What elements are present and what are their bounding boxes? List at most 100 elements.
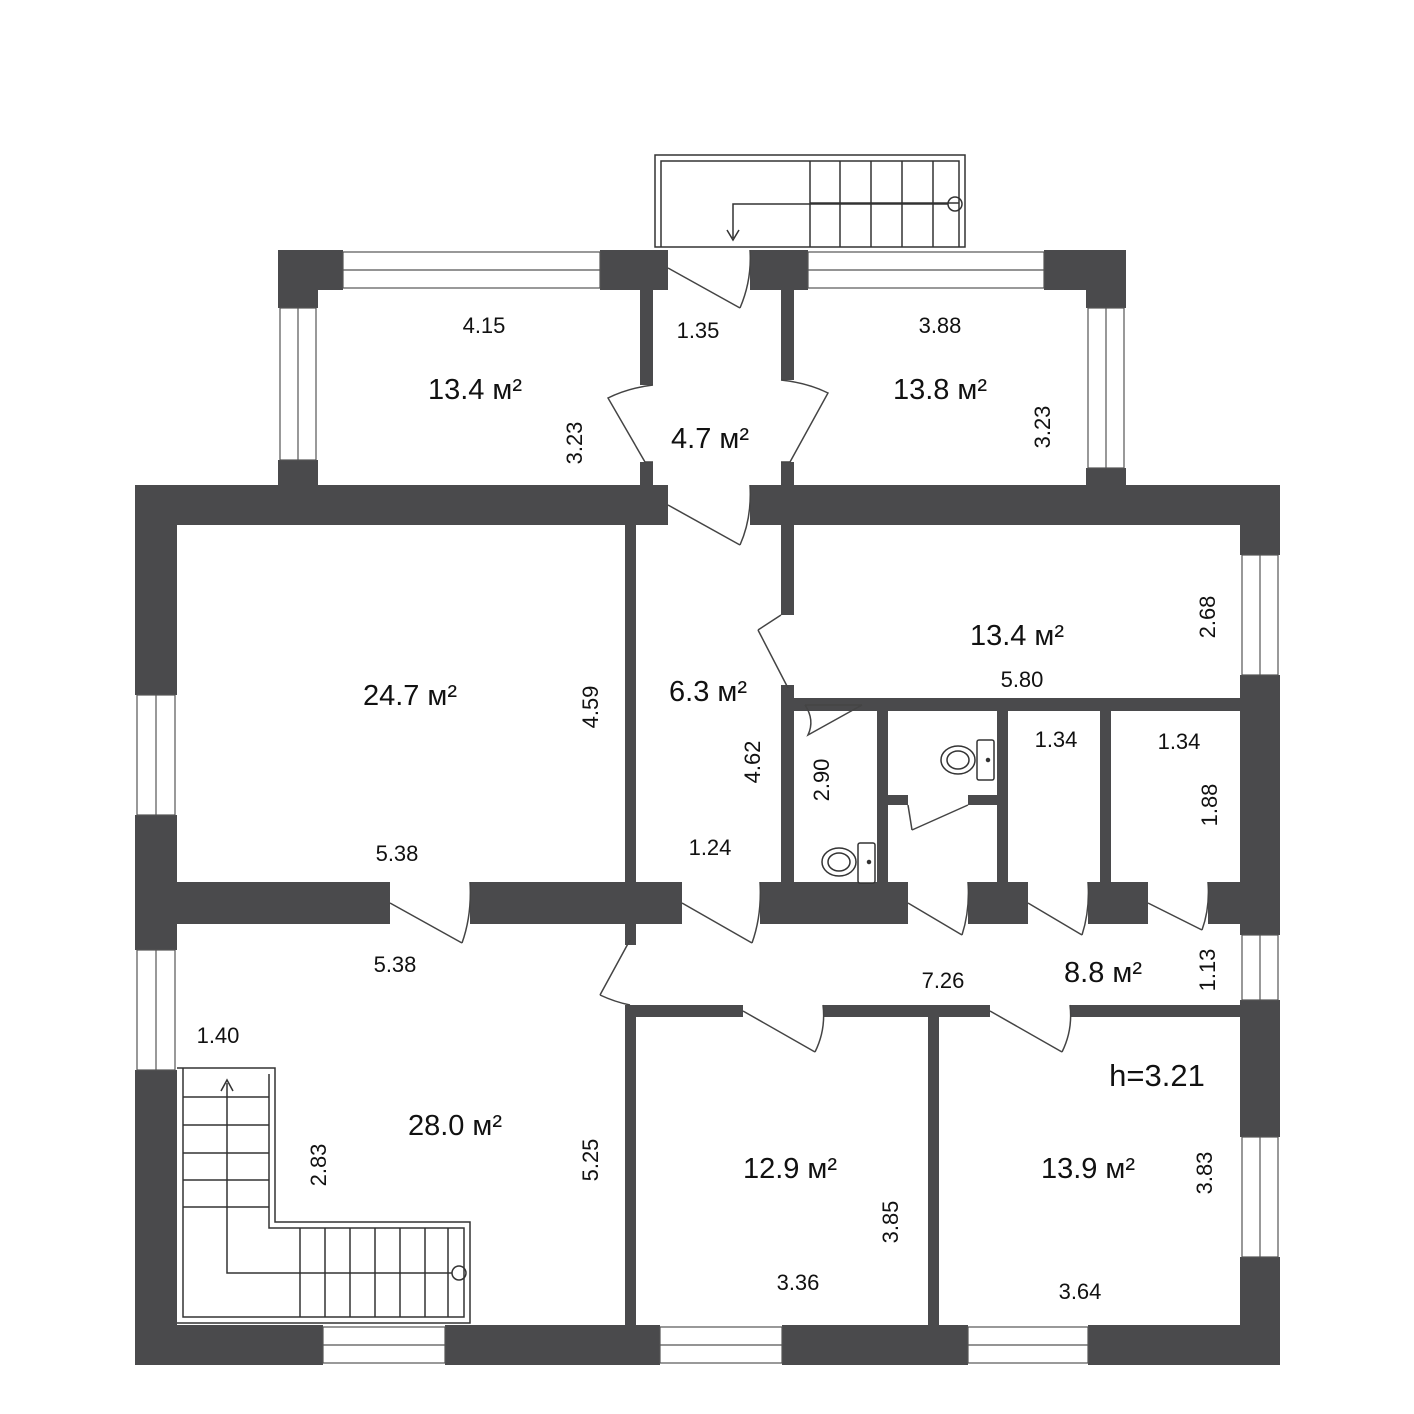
- room-length-label: 1.34: [1158, 729, 1201, 754]
- door: [1147, 881, 1210, 931]
- wall-segment: [1208, 882, 1240, 924]
- room-area-label: 13.4 м²: [970, 620, 1064, 652]
- wall-segment: [781, 685, 794, 885]
- room-length-label: 3.88: [919, 313, 962, 338]
- window: [967, 1326, 1089, 1364]
- room-width-label: 1.88: [1197, 784, 1222, 827]
- wall-segment: [997, 711, 1008, 886]
- window: [807, 251, 1045, 289]
- window: [279, 307, 317, 461]
- room-length-label: 1.35: [677, 318, 720, 343]
- wall-segment: [1240, 675, 1280, 935]
- wall-segment: [177, 882, 390, 924]
- door: [757, 614, 789, 689]
- room-width-label: 4.59: [578, 686, 603, 729]
- room-width-label: 3.23: [562, 422, 587, 465]
- wall-segment: [781, 290, 794, 380]
- wall-segment: [862, 698, 1240, 711]
- door: [667, 484, 752, 546]
- stair-start-marker: [947, 196, 963, 212]
- room-area-label: 4.7 м²: [671, 423, 749, 455]
- wall-segment: [1088, 1325, 1280, 1365]
- window: [1241, 934, 1279, 1001]
- room-length-label: 4.15: [463, 313, 506, 338]
- room-area-label: 6.3 м²: [669, 676, 747, 708]
- wall-segment: [135, 485, 668, 525]
- room-area-label: 13.4 м²: [428, 374, 522, 406]
- door: [681, 881, 762, 944]
- door: [804, 704, 863, 737]
- wall-segment: [781, 462, 794, 490]
- wall-segment: [640, 462, 653, 490]
- room-area-label: 12.9 м²: [743, 1153, 837, 1185]
- wall-segment: [760, 882, 908, 924]
- room-length-label: 5.38: [374, 952, 417, 977]
- room-area-label: 13.8 м²: [893, 374, 987, 406]
- door: [907, 881, 970, 936]
- interior-stair: [177, 1067, 471, 1324]
- door: [667, 249, 752, 309]
- stair-length-label: 2.83: [306, 1144, 331, 1187]
- wall-segment: [781, 525, 794, 615]
- wall-segment: [1100, 711, 1111, 886]
- window: [1241, 554, 1279, 676]
- door: [606, 384, 654, 463]
- room-area-label: 28.0 м²: [408, 1110, 502, 1142]
- wall-segment: [877, 711, 888, 886]
- stair-start-marker: [451, 1265, 467, 1281]
- wall-segment: [888, 795, 908, 805]
- door: [599, 939, 631, 1006]
- wall-segment: [1240, 1000, 1280, 1137]
- wall-segment: [625, 1005, 636, 1325]
- window: [342, 251, 601, 289]
- ceiling-height-label: h=3.21: [1109, 1058, 1205, 1093]
- door: [907, 804, 969, 831]
- wall-segment: [1070, 1005, 1240, 1017]
- wall-segment: [968, 795, 997, 805]
- fixtures: [821, 739, 995, 884]
- door: [780, 379, 830, 463]
- room-area-label: 13.9 м²: [1041, 1153, 1135, 1185]
- window: [322, 1326, 446, 1364]
- wall-segment: [135, 1070, 177, 1365]
- wall-segment: [928, 1017, 939, 1325]
- wall-segment: [968, 882, 1028, 924]
- wall-segment: [600, 250, 668, 290]
- room-length-label: 1.24: [689, 835, 732, 860]
- room-length-label: 3.64: [1059, 1279, 1102, 1304]
- doors: [389, 249, 1210, 1053]
- room-length-label: 3.36: [777, 1270, 820, 1295]
- wall-segment: [823, 1005, 990, 1017]
- door: [989, 1004, 1072, 1053]
- room-width-label: 3.85: [878, 1201, 903, 1244]
- room-width-label: 3.83: [1192, 1152, 1217, 1195]
- room-width-label: 4.62: [740, 741, 765, 784]
- room-length-label: 7.26: [922, 968, 965, 993]
- windows: [136, 251, 1279, 1364]
- room-area-label: 24.7 м²: [363, 680, 457, 712]
- wall-segment: [1086, 468, 1126, 490]
- wall-segment: [782, 1325, 968, 1365]
- stair-width-label: 1.40: [197, 1023, 240, 1048]
- wall-segment: [135, 1325, 323, 1365]
- wall-segment: [640, 290, 653, 385]
- room-area-label: 8.8 м²: [1064, 957, 1142, 989]
- window: [1087, 307, 1125, 469]
- room-length-label: 5.80: [1001, 667, 1044, 692]
- wall-segment: [625, 1005, 743, 1017]
- wall-segment: [445, 1325, 660, 1365]
- room-width-label: 2.90: [809, 759, 834, 802]
- window: [136, 949, 176, 1071]
- wall-segment: [470, 882, 682, 924]
- wall-segment: [1086, 250, 1126, 308]
- wall-segment: [1088, 882, 1148, 924]
- wall-segment: [135, 485, 177, 695]
- walls: [135, 250, 1280, 1365]
- room-width-label: 3.23: [1030, 406, 1055, 449]
- room-width-label: 2.68: [1195, 596, 1220, 639]
- entrance-stair: [654, 154, 966, 248]
- toilet-icon: [940, 739, 995, 781]
- toilet-icon: [821, 842, 876, 884]
- window: [136, 694, 176, 816]
